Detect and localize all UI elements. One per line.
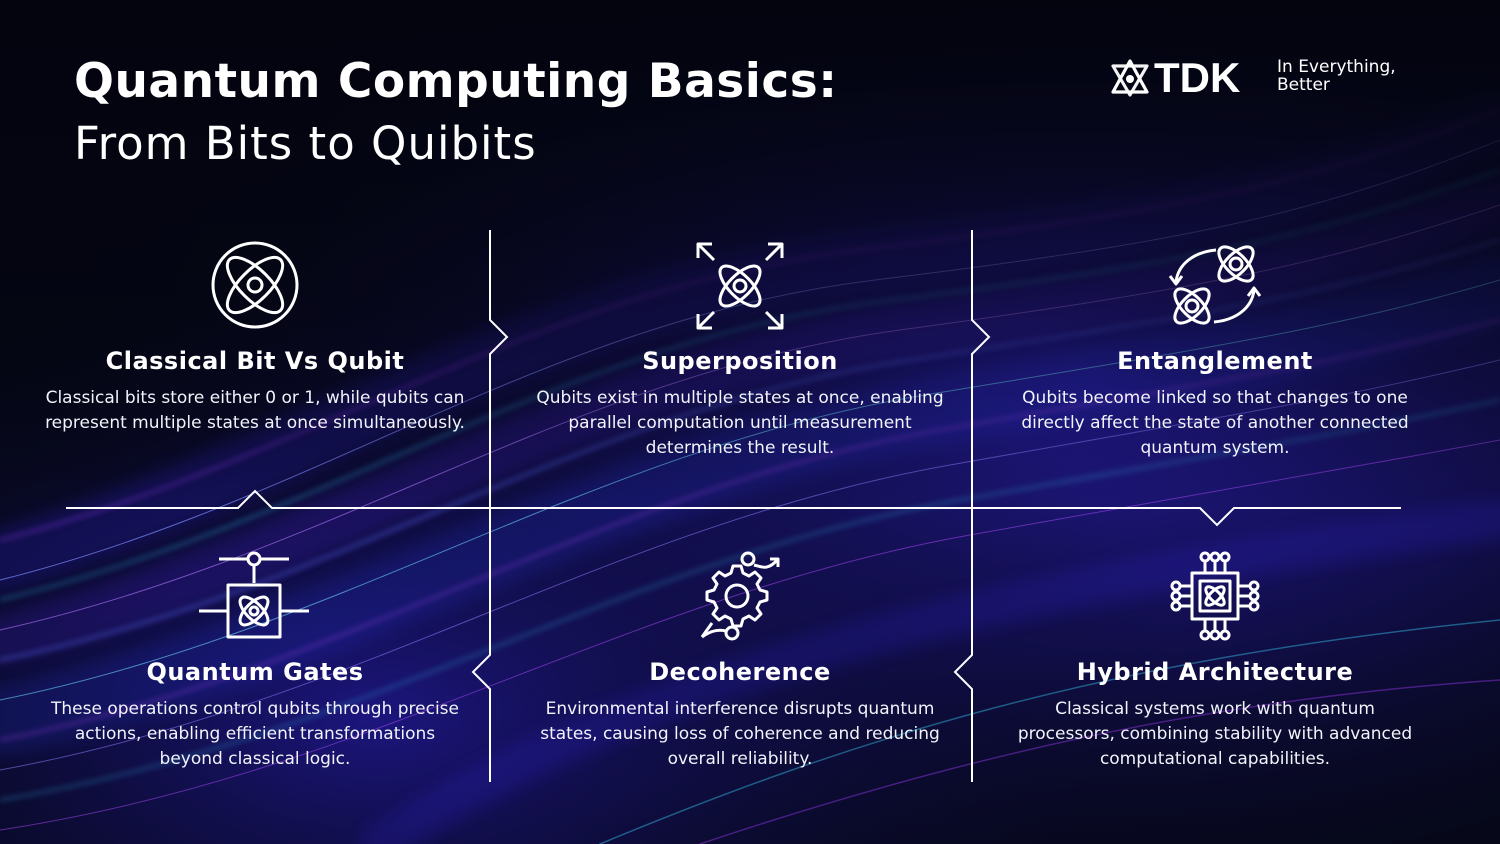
panel-quantum-gates: Quantum Gates These operations control q… [45,551,465,772]
panel-description: Classical systems work with quantum proc… [1017,699,1413,769]
brand-tagline-line2: Better [1277,75,1330,95]
panel-superposition: Superposition Qubits exist in multiple s… [530,240,950,461]
vertical-divider-right [953,230,991,782]
quantum-chip-icon [1170,551,1260,641]
panel-decoherence: Decoherence Environmental interference d… [530,551,950,772]
horizontal-divider [66,489,1401,527]
atom-arrows-icon [696,242,784,330]
brand-logo: TDK In Everything, Better [1110,54,1440,102]
page-title: Quantum Computing Basics: [74,54,838,109]
panel-hybrid-architecture: Hybrid Architecture Classical systems wo… [1005,551,1425,772]
panel-entanglement: Entanglement Qubits become linked so tha… [1005,240,1425,461]
brand-name: TDK [1154,54,1241,101]
atom-icon [211,241,299,329]
linked-atoms-icon [1168,245,1262,325]
brand-tagline: In Everything, Better [1277,58,1396,94]
panel-title: Superposition [642,347,838,375]
panel-description: Environmental interference disrupts quan… [540,699,940,769]
vertical-divider-left [471,230,509,782]
panel-title: Classical Bit Vs Qubit [105,347,405,375]
panel-title: Hybrid Architecture [1076,658,1354,686]
quantum-gate-icon [199,551,309,639]
panel-title: Decoherence [649,658,831,686]
gear-disruption-icon [700,551,780,641]
panel-description: Classical bits store either 0 or 1, whil… [45,388,465,433]
panel-description: These operations control qubits through … [50,699,459,769]
panel-title: Entanglement [1117,347,1313,375]
panel-classical-bit: Classical Bit Vs Qubit Classical bits st… [45,240,465,436]
page-subtitle: From Bits to Quibits [74,117,537,170]
tdk-emblem-icon [1111,59,1149,97]
panel-description: Qubits exist in multiple states at once,… [536,388,944,458]
brand-tagline-line1: In Everything, [1277,57,1396,77]
panel-description: Qubits become linked so that changes to … [1021,388,1409,458]
panel-title: Quantum Gates [146,658,364,686]
